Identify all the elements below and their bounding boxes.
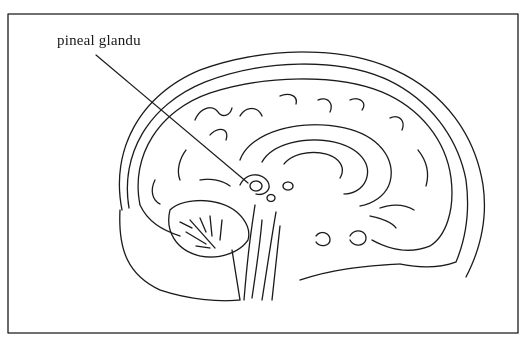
- pineal-gland-label: pineal glandu: [57, 33, 141, 50]
- arbor-vitae: [180, 216, 222, 248]
- gyrus-8: [178, 150, 186, 180]
- gyrus-5: [318, 99, 331, 112]
- spinal-line-2: [272, 226, 280, 300]
- pituitary-bump: [350, 231, 366, 245]
- gyrus-9: [152, 180, 160, 204]
- gyrus-2: [210, 129, 227, 140]
- gyrus-4: [280, 94, 296, 104]
- gyrus-7: [390, 117, 403, 130]
- gyrus-6: [350, 99, 364, 110]
- gyrus-3: [240, 109, 262, 117]
- neck-right: [300, 264, 400, 280]
- brain-lower-line: [140, 205, 180, 236]
- gyrus-11: [380, 205, 414, 210]
- pineal-gland: [250, 181, 262, 191]
- brainstem-inner: [252, 220, 262, 298]
- corpus-callosum-core: [284, 152, 342, 178]
- gyrus-13: [200, 179, 230, 186]
- cerebellum-outline: [169, 201, 249, 257]
- spinal-line-1: [232, 250, 240, 300]
- third-ventricle-dot: [283, 182, 293, 190]
- corpus-callosum-inner: [262, 140, 368, 194]
- gyrus-1: [195, 108, 232, 120]
- pons-bump: [316, 233, 330, 246]
- gyrus-10: [418, 150, 428, 186]
- figure-border: [8, 14, 518, 333]
- mammillary-dot: [267, 195, 275, 202]
- head-outline: [119, 52, 484, 277]
- label-leader-line: [96, 55, 248, 183]
- gyrus-12: [370, 216, 396, 228]
